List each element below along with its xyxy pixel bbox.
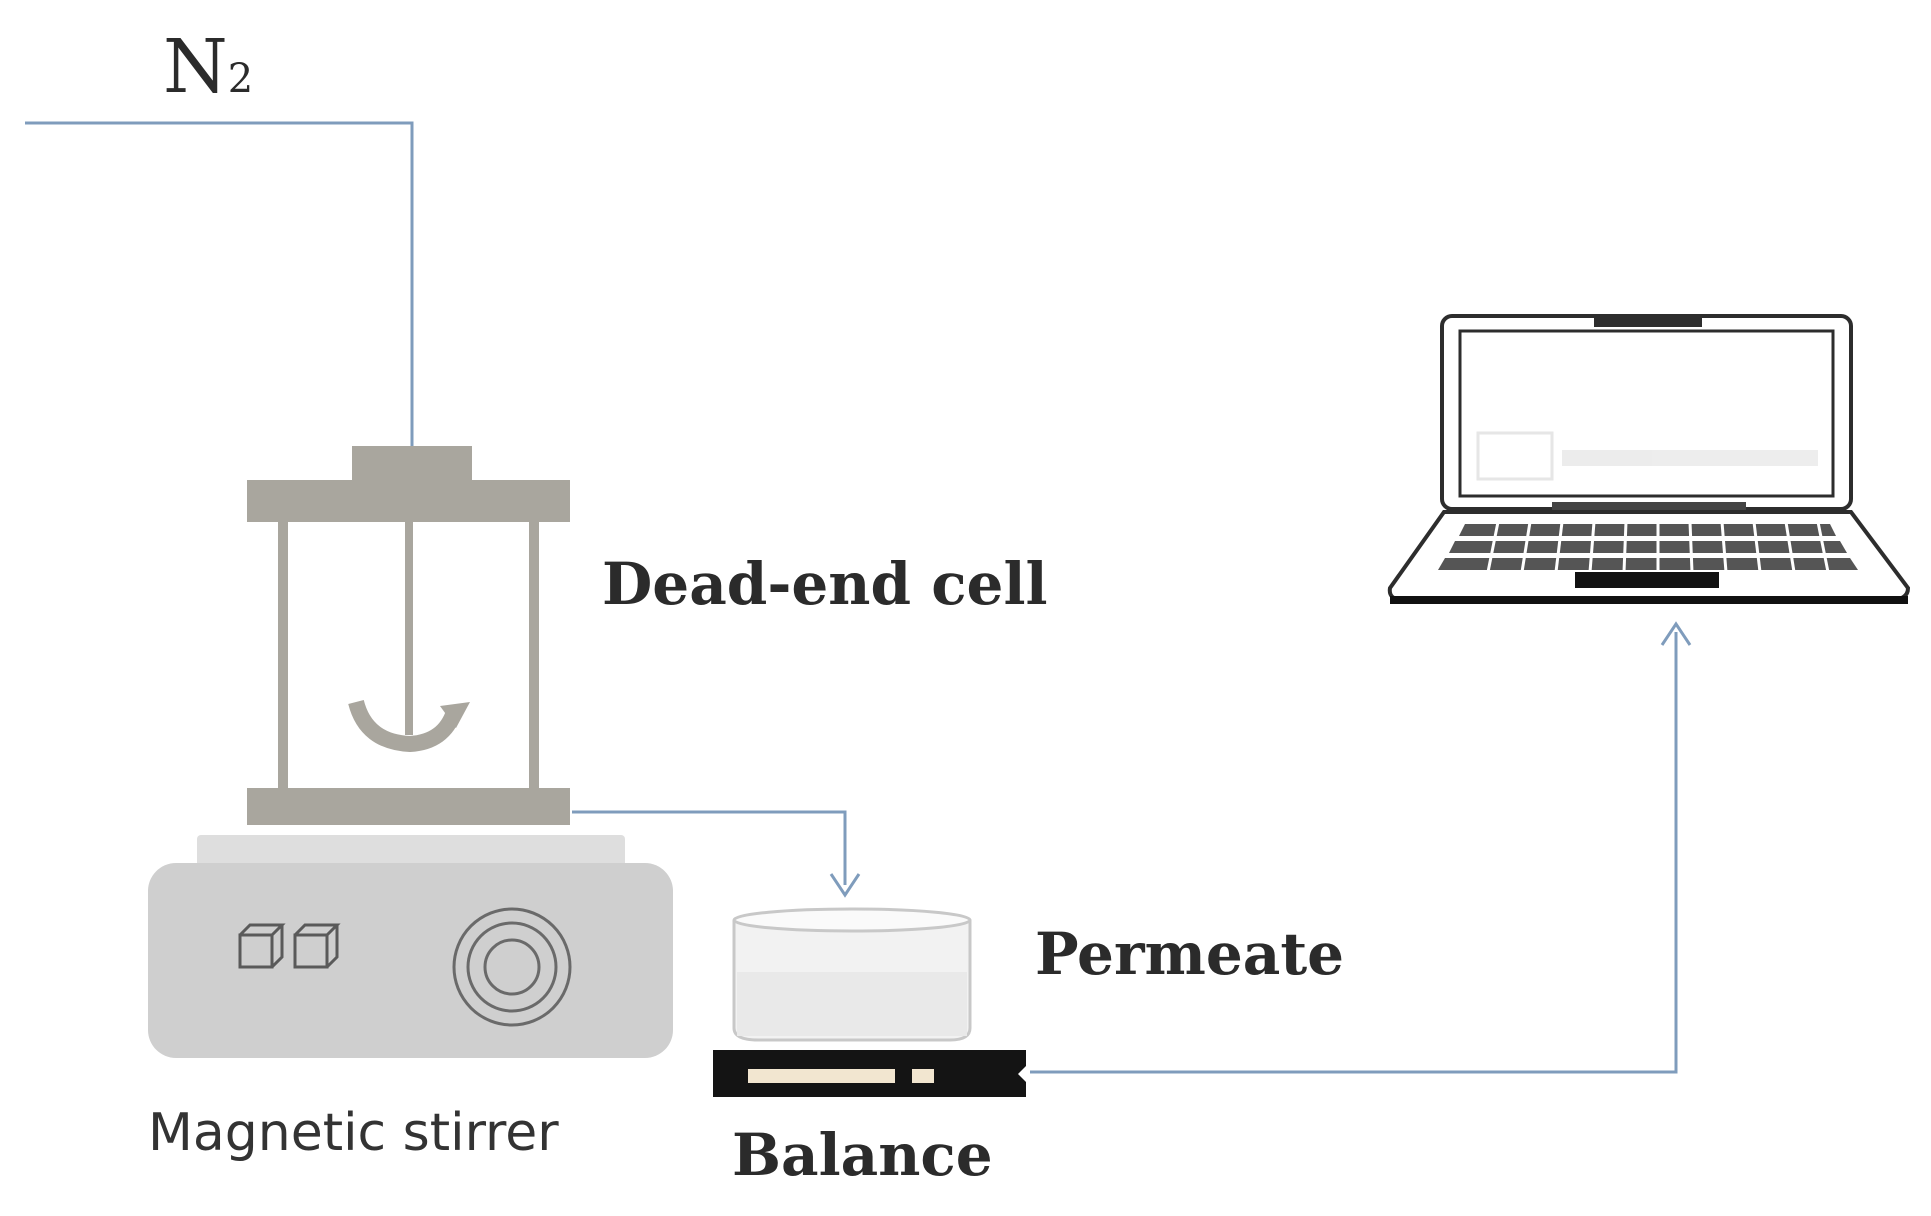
dead-end-cell-label: Dead-end cell [602, 550, 1048, 618]
stirrer-buttons [238, 923, 341, 969]
cell-left-wall [278, 520, 288, 792]
laptop-icon [1387, 314, 1911, 604]
beaker-icon [732, 907, 972, 1042]
data-cable-line [1030, 632, 1678, 1074]
magnetic-stirrer-label: Magnetic stirrer [148, 1103, 559, 1163]
balance-button [912, 1069, 934, 1083]
laptop-keyboard [1438, 524, 1858, 570]
data-arrowhead [1660, 621, 1692, 646]
stirrer-body [148, 863, 673, 1058]
permeate-outlet-line [572, 810, 847, 885]
stirrer-knob [452, 907, 572, 1027]
cell-cap-knob [352, 446, 472, 484]
magnetic-stirrer-icon [148, 835, 673, 1058]
nitrogen-label: N2 [163, 24, 253, 110]
screen-logo [1476, 431, 1818, 481]
permeate-arrowhead [829, 873, 861, 898]
cell-top-cap [247, 480, 570, 522]
laptop-key-gaps [1486, 521, 1830, 573]
cell-bottom-plate [247, 788, 570, 825]
balance-icon [713, 1050, 1026, 1097]
stir-shaft [405, 520, 413, 735]
cell-right-wall [529, 520, 539, 792]
balance-display [748, 1069, 895, 1083]
rotation-arrow-icon [348, 699, 470, 753]
balance-label: Balance [732, 1121, 993, 1189]
dead-end-cell-icon [247, 446, 570, 825]
permeate-label: Permeate [1035, 920, 1344, 988]
nitrogen-supply-line [25, 121, 414, 450]
flow-lines [25, 121, 1692, 1074]
